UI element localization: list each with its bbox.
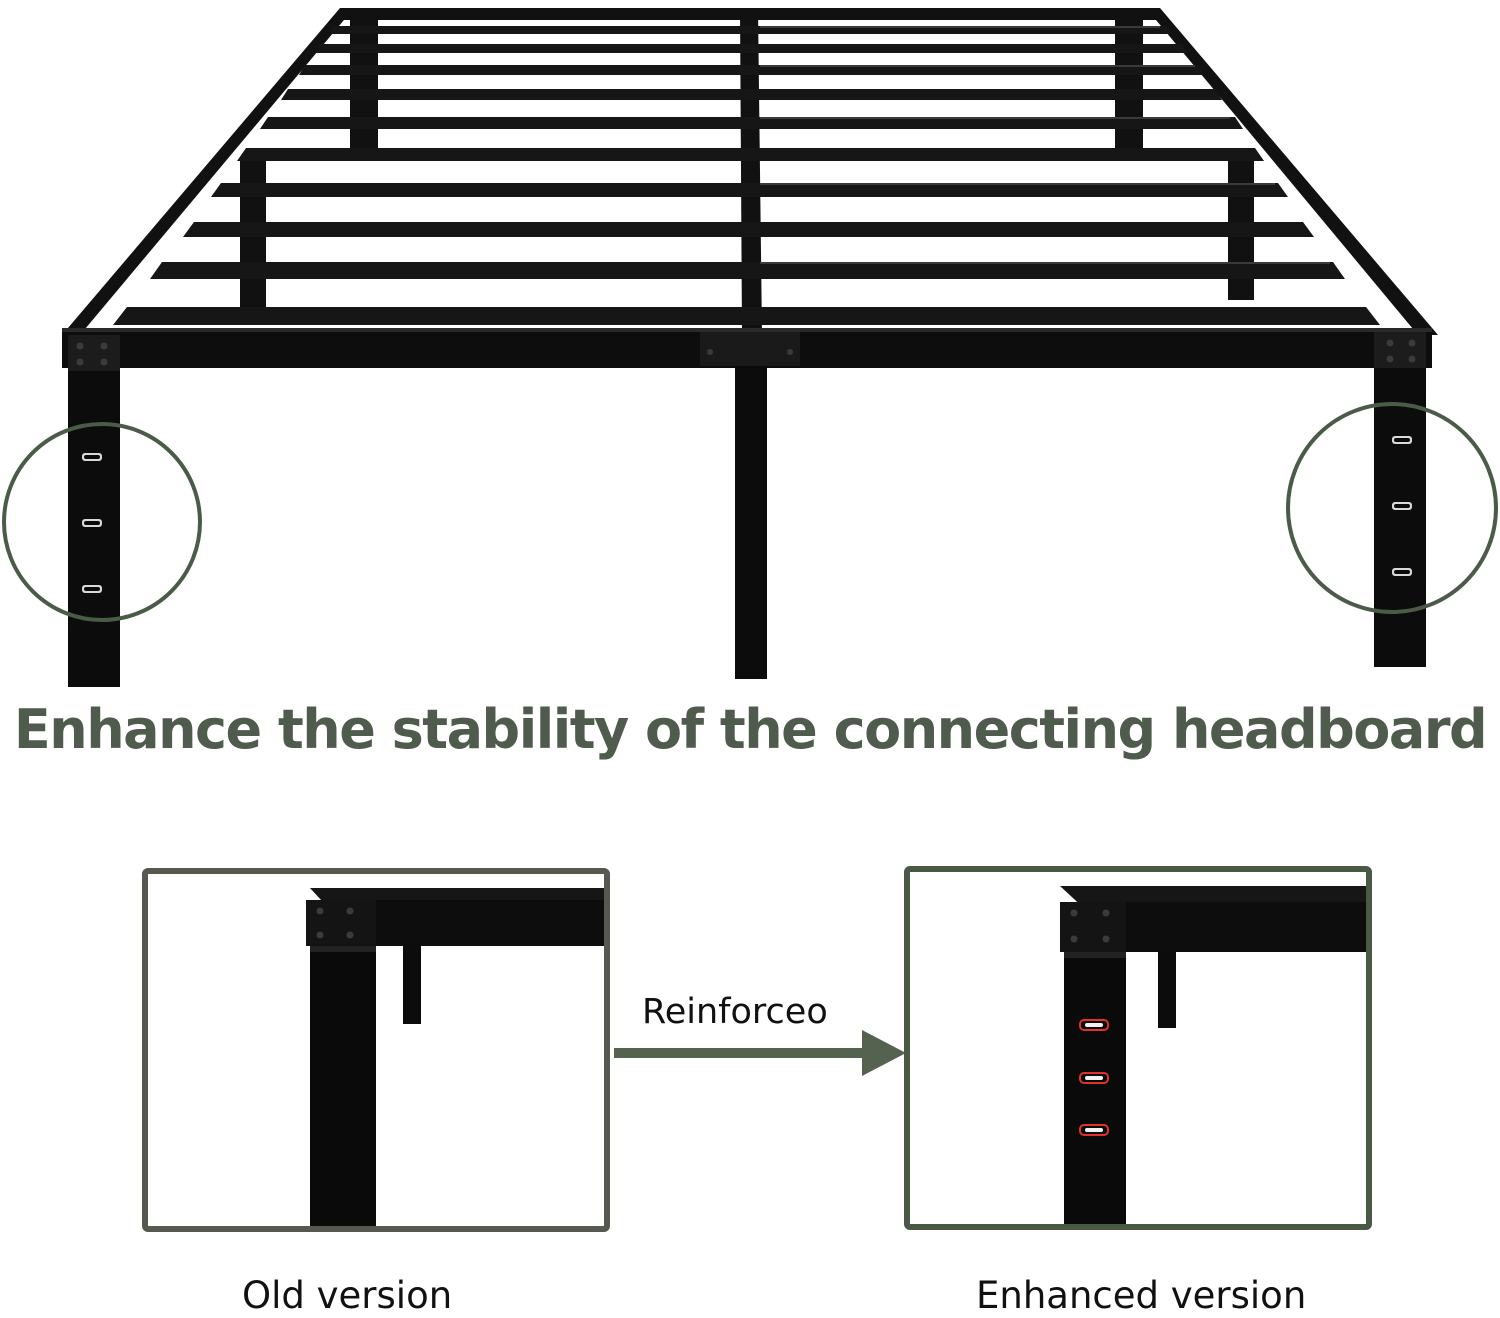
center-spine	[740, 8, 762, 335]
reinforced-arrow-label: Reinforceo	[642, 992, 828, 1032]
left-side-rail	[62, 8, 354, 335]
slats	[113, 26, 1380, 325]
right-leg-highlight-circle	[1286, 402, 1498, 614]
front-right-leg	[1374, 332, 1426, 667]
front-left-leg	[68, 335, 120, 687]
reinforced-slots	[1079, 1019, 1109, 1136]
headline: Enhance the stability of the connecting …	[13, 698, 1488, 761]
reinforce-arrow-icon	[614, 1030, 906, 1076]
enhanced-version-panel	[904, 866, 1372, 1230]
enhanced-version-leg-illustration	[1060, 886, 1366, 1224]
enhanced-version-caption: Enhanced version	[976, 1274, 1307, 1317]
old-version-caption: Old version	[242, 1274, 453, 1317]
left-leg-highlight-circle	[2, 422, 202, 622]
old-version-panel	[142, 868, 610, 1232]
center-bracket	[700, 332, 800, 366]
old-version-leg-illustration	[306, 888, 604, 1226]
right-side-rail	[1146, 8, 1438, 335]
bed-frame-illustration	[2, 8, 1498, 687]
center-leg	[735, 365, 767, 679]
